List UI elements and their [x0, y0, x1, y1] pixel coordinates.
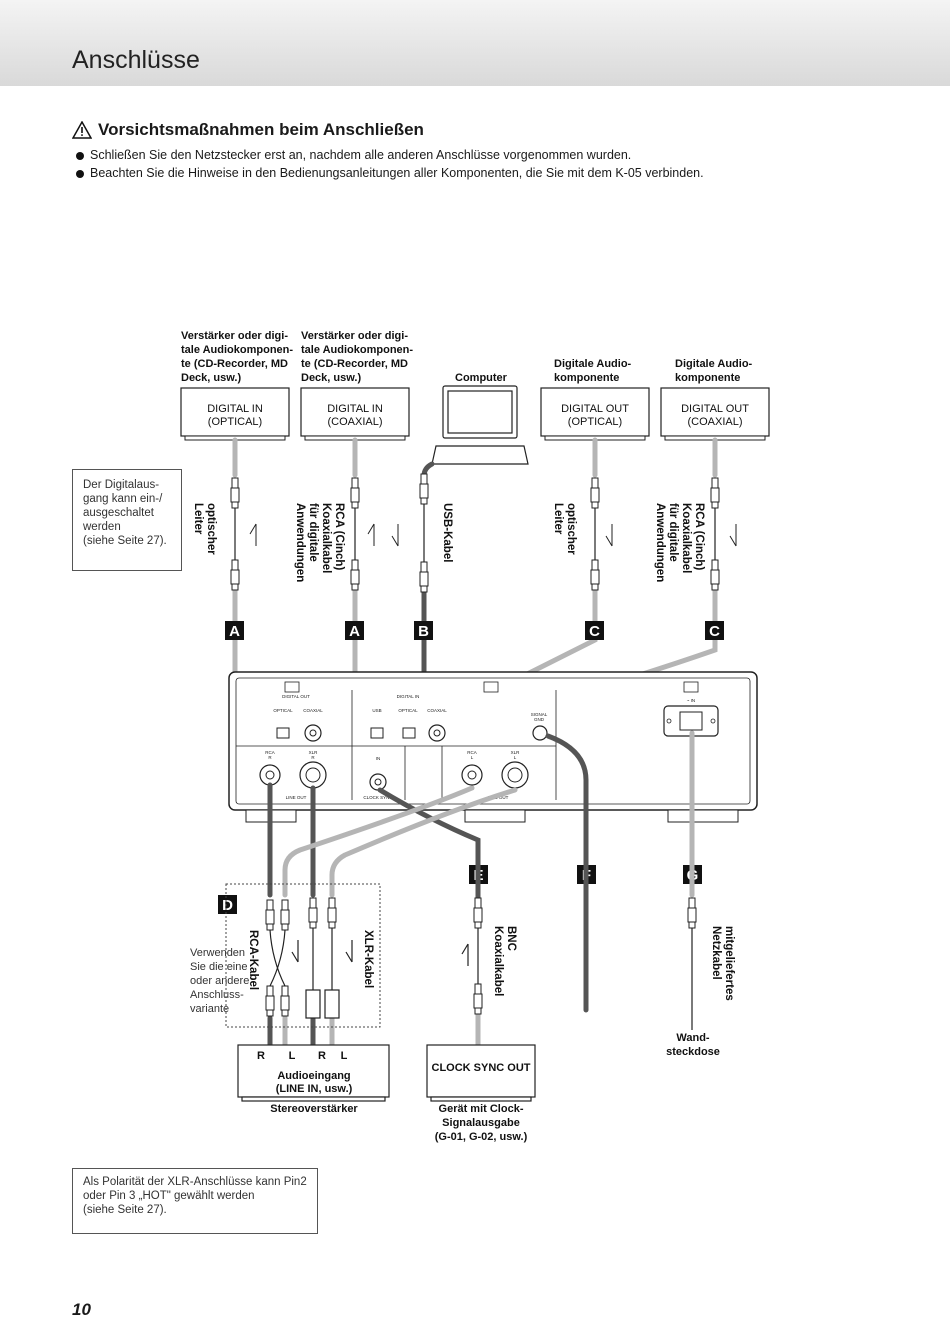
box-label: DIGITAL IN(COAXIAL) — [327, 403, 383, 428]
arrow-down-icon — [345, 940, 353, 963]
device-caption: Verstärker oder digi- tale Audiokomponen… — [181, 330, 296, 384]
cable-label-optical: optischerLeiter — [552, 503, 577, 555]
cable-label-optical: optischerLeiter — [192, 503, 217, 555]
amp-caption: Stereoverstärker — [270, 1103, 358, 1115]
device-caption: Verstärker oder digi- tale Audiokomponen… — [301, 330, 416, 384]
arrow-up-icon — [461, 943, 469, 966]
arrow-up-icon — [367, 523, 375, 546]
device-caption: Digitale Audio- komponente — [675, 358, 755, 384]
panel-label: RCA — [265, 750, 275, 755]
arrow-down-icon — [391, 524, 399, 547]
note-line: Als Polarität der XLR-Anschlüsse kann Pi… — [83, 1176, 307, 1188]
cable-label-xlr: XLR-Kabel — [362, 930, 374, 988]
arrow-up-icon — [249, 523, 257, 546]
panel-label: ~ IN — [687, 698, 695, 703]
device-caption: Computer — [455, 372, 508, 384]
variant-dashed-box — [225, 883, 381, 1028]
note-line: (siehe Seite 27). — [83, 1204, 167, 1216]
panel-label: CLOCK SYNC — [363, 795, 393, 800]
variant-note: Verwenden Sie die eine oder andere Ansch… — [190, 947, 252, 1015]
note-line: Der Digitalaus- — [83, 479, 160, 491]
panel-label: DIGITAL IN — [397, 694, 420, 699]
panel-label: RCA — [467, 750, 477, 755]
connection-letter: A — [349, 623, 360, 640]
channel-label: L — [341, 1050, 348, 1062]
box-label: DIGITAL OUT(OPTICAL) — [561, 403, 629, 428]
clock-caption: Gerät mit Clock-Signalausgabe(G-01, G-02… — [435, 1103, 528, 1143]
panel-label: USB — [372, 708, 381, 713]
panel-label: L — [514, 755, 517, 760]
cable-label-bnc: BNCKoaxialkabel — [492, 926, 517, 996]
connection-letter: B — [418, 623, 429, 640]
panel-label: OPTICAL — [398, 708, 418, 713]
panel-label: IN — [376, 756, 381, 761]
page-number: 10 — [72, 1300, 91, 1319]
page-title: Anschlüsse — [72, 46, 200, 74]
amp-box-label: Audioeingang(LINE IN, usw.) — [276, 1070, 353, 1095]
panel-label: XLR — [309, 750, 319, 755]
digital-in-optical-box — [180, 387, 290, 437]
note-line: gang kann ein-/ — [83, 493, 163, 505]
panel-label: DIGITAL OUT — [282, 694, 310, 699]
connection-letter: C — [589, 623, 600, 640]
laptop-icon — [431, 385, 529, 465]
digital-out-coaxial-box — [660, 387, 770, 437]
note-line: oder Pin 3 „HOT" gewählt werden — [83, 1190, 255, 1202]
caution-heading-text: Vorsichtsmaßnahmen beim Anschließen — [98, 120, 424, 139]
cable-label-power: mitgeliefertesNetzkabel — [710, 926, 735, 1001]
digital-out-optical-box — [540, 387, 650, 437]
cable-label-rca-analog: RCA-Kabel — [247, 930, 259, 990]
connection-letter: A — [229, 623, 240, 640]
connection-letter: D — [222, 897, 233, 914]
warning-triangle-icon — [72, 121, 92, 139]
note-line: (siehe Seite 27). — [83, 535, 167, 547]
panel-label: L — [471, 755, 474, 760]
note-line: werden — [83, 521, 121, 533]
stereo-amp-box — [237, 1044, 390, 1098]
panel-label: SIGNAL — [531, 712, 548, 717]
panel-label: COAXIAL — [303, 708, 323, 713]
panel-label: R — [311, 755, 315, 760]
panel-label: R — [268, 755, 272, 760]
cable-label-rca-coax: RCA (Cinch)Koaxialkabelfür digitaleAnwen… — [654, 503, 705, 582]
channel-label: L — [289, 1050, 296, 1062]
caution-bullet: Schließen Sie den Netzstecker erst an, n… — [74, 148, 704, 162]
channel-label: R — [257, 1050, 265, 1062]
clock-box-label: CLOCK SYNC OUT — [432, 1062, 531, 1074]
digital-in-coaxial-box — [300, 387, 410, 437]
channel-label: R — [318, 1050, 326, 1062]
caution-bullet: Beachten Sie die Hinweise in den Bedienu… — [74, 166, 704, 180]
arrow-down-icon — [291, 940, 299, 963]
device-caption: Digitale Audio- komponente — [554, 358, 634, 384]
arrow-down-icon — [605, 524, 613, 547]
page-header: Anschlüsse — [0, 0, 950, 86]
box-label: DIGITAL OUT(COAXIAL) — [681, 403, 749, 428]
cable-label-usb: USB-Kabel — [441, 503, 453, 562]
box-label: DIGITAL IN(OPTICAL) — [207, 403, 263, 428]
arrow-down-icon — [729, 524, 737, 547]
connection-letter: C — [709, 623, 720, 640]
outlet-caption: Wand-steckdose — [666, 1032, 720, 1058]
xlr-polarity-note: Als Polarität der XLR-Anschlüsse kann Pi… — [72, 1168, 318, 1234]
caution-heading: Vorsichtsmaßnahmen beim Anschließen — [72, 120, 424, 140]
cable-label-rca-coax: RCA (Cinch)Koaxialkabelfür digitaleAnwen… — [294, 503, 345, 582]
note-line: ausgeschaltet — [83, 507, 154, 519]
digital-out-note: Der Digitalaus- gang kann ein-/ ausgesch… — [72, 469, 182, 571]
panel-label: COAXIAL — [427, 708, 447, 713]
caution-list: Schließen Sie den Netzstecker erst an, n… — [74, 148, 704, 184]
panel-label: OPTICAL — [273, 708, 293, 713]
panel-label: XLR — [511, 750, 521, 755]
panel-label: GND — [534, 717, 545, 722]
panel-label: LINE OUT — [286, 795, 307, 800]
rear-panel — [228, 671, 758, 823]
